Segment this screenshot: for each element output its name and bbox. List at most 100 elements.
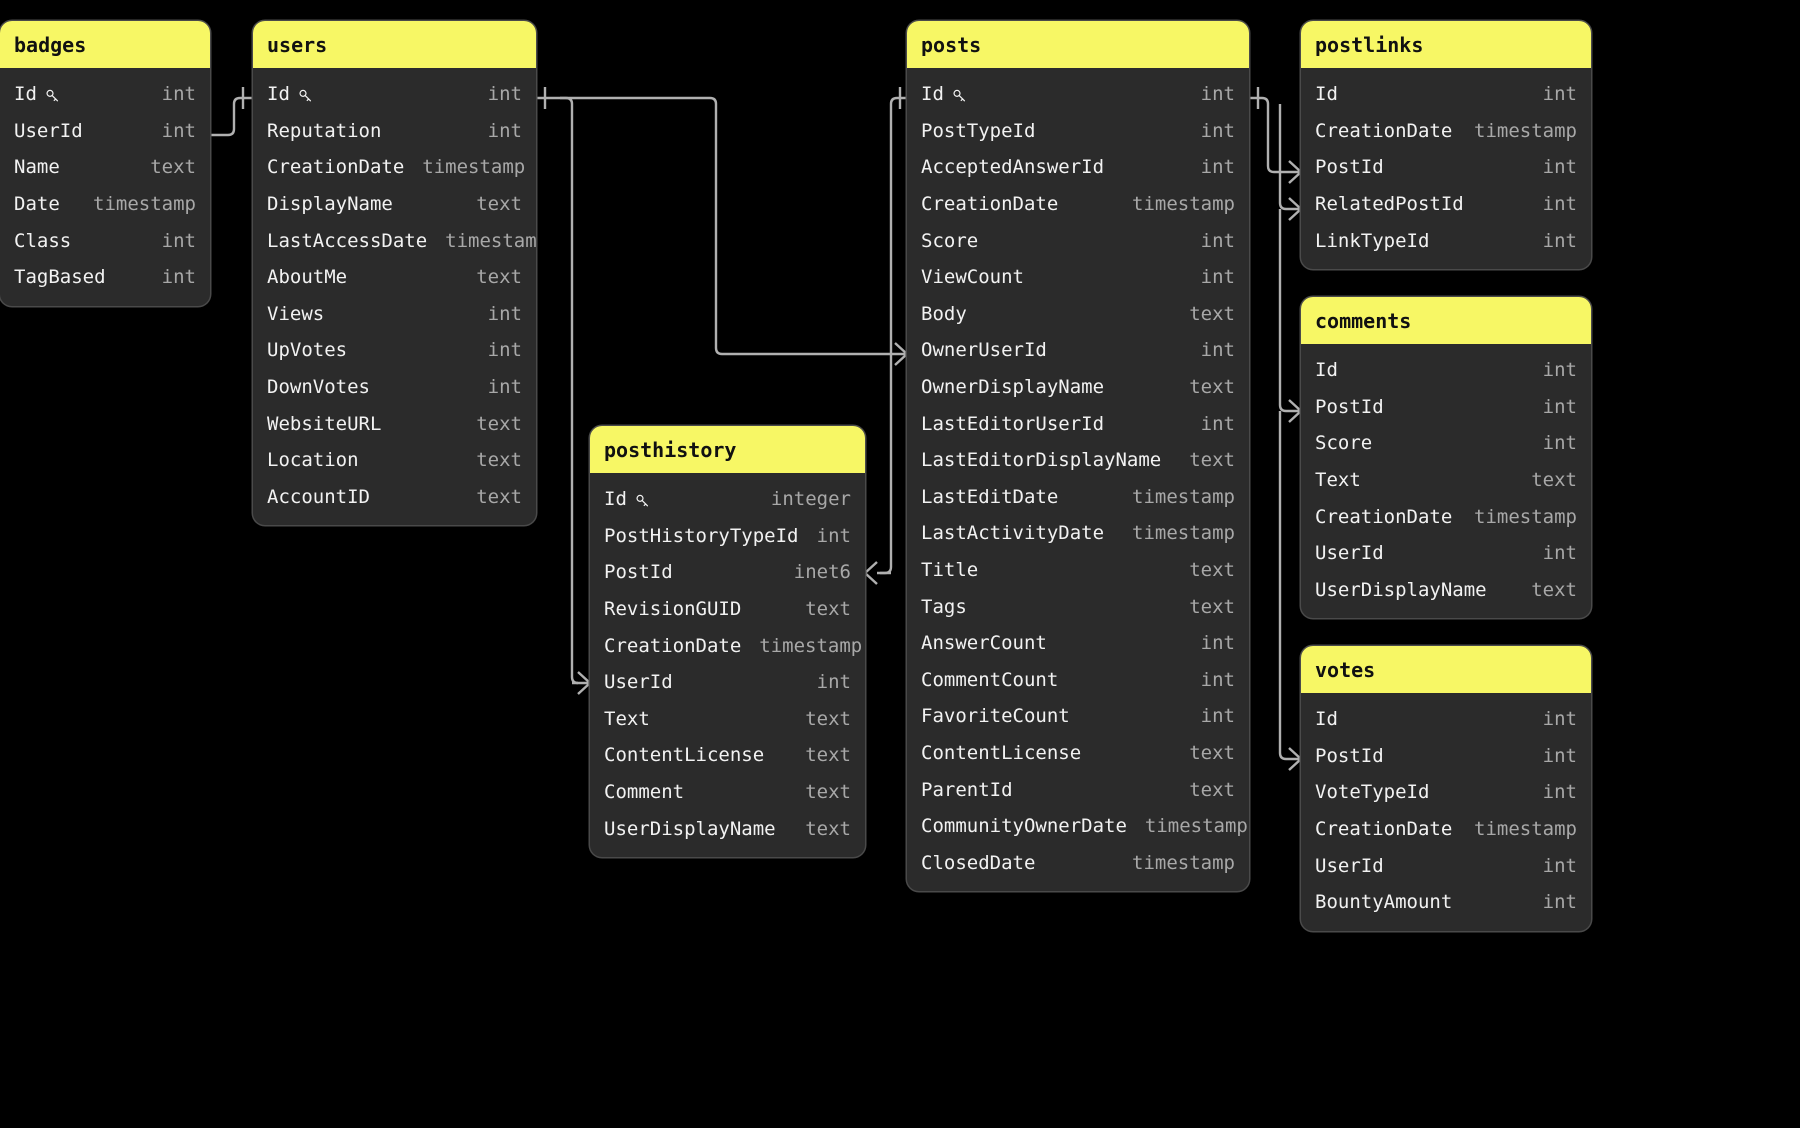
field-row[interactable]: LastAccessDatetimestamp xyxy=(253,222,536,259)
field-row[interactable]: TagBased int xyxy=(0,259,210,296)
field-name-wrap: CommunityOwnerDate xyxy=(921,815,1127,837)
field-name: Id xyxy=(1315,83,1338,106)
field-type: int xyxy=(161,266,196,289)
field-name-wrap: ParentId xyxy=(921,779,1013,801)
field-name: CreationDate xyxy=(1315,119,1453,142)
field-name-wrap: Reputation xyxy=(267,120,381,142)
field-name: PostId xyxy=(1315,156,1384,179)
field-name: LastEditorUserId xyxy=(921,412,1105,435)
field-name-wrap: LastActivityDate xyxy=(921,522,1104,544)
field-name-wrap: OwnerUserId xyxy=(921,339,1047,361)
field-type: timestamp xyxy=(1474,505,1577,528)
field-type: text xyxy=(805,598,851,621)
field-name: TagBased xyxy=(14,266,106,289)
table-title-posthistory: posthistory xyxy=(590,426,865,473)
connector-posts-posthistory xyxy=(863,87,907,585)
field-name: Reputation xyxy=(267,119,382,142)
field-type: text xyxy=(476,193,522,216)
field-name: CreationDate xyxy=(921,193,1059,216)
field-name: OwnerDisplayName xyxy=(921,376,1105,399)
field-name: AnswerCount xyxy=(921,632,1047,655)
field-name: CreationDate xyxy=(604,634,742,657)
field-name: PostId xyxy=(604,561,673,584)
field-name-wrap: WebsiteURL xyxy=(267,413,381,435)
